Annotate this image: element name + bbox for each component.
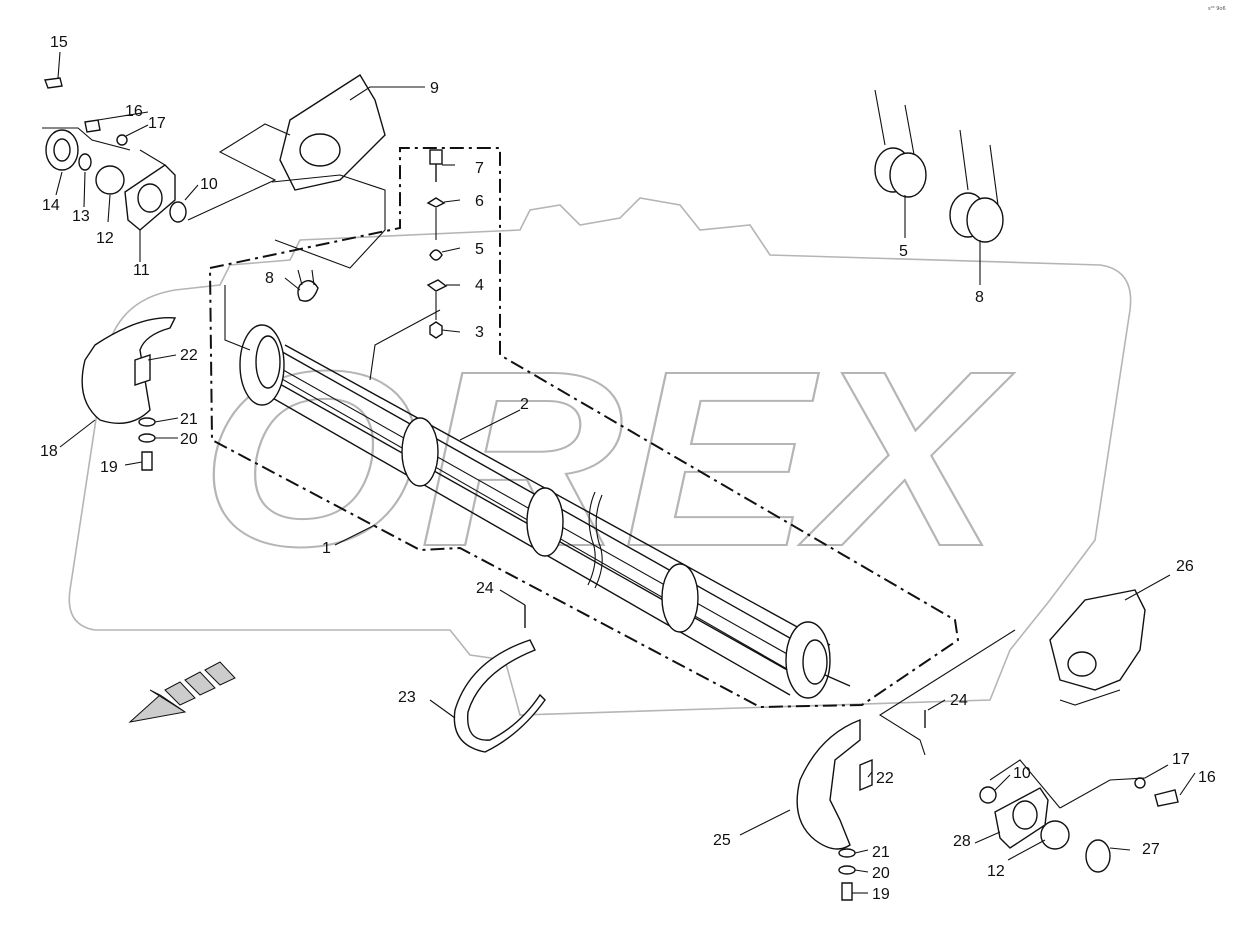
- callout-12a: 12: [96, 230, 114, 247]
- left-guard-18: [81, 317, 177, 471]
- spring-8-top-right: [949, 129, 1004, 243]
- end-plate-26: [1049, 589, 1146, 691]
- fastener-stack: [426, 149, 448, 339]
- callout-25: 25: [713, 832, 731, 849]
- belt-23: [453, 605, 546, 753]
- callout-10a: 10: [200, 176, 218, 193]
- callout-17b: 17: [1172, 751, 1190, 768]
- callout-8a: 8: [265, 270, 274, 287]
- callout-13: 13: [72, 208, 90, 225]
- shaft-assembly: [239, 324, 851, 699]
- right-guard-25: [796, 710, 926, 901]
- callout-11: 11: [133, 262, 150, 279]
- left-bearing-assembly: [44, 77, 187, 231]
- watermark: OREX: [68, 197, 1132, 716]
- shaft-disc-3: [661, 563, 699, 633]
- callout-5a: 5: [475, 241, 484, 258]
- callout-20b: 20: [872, 865, 890, 882]
- callout-19b: 19: [872, 886, 890, 903]
- corner-code: s⁰⁰ 9o6: [1208, 6, 1226, 12]
- callout-3: 3: [475, 324, 484, 341]
- leader-lines: [42, 51, 1196, 894]
- callout-21a: 21: [180, 411, 198, 428]
- callout-15: 15: [50, 34, 68, 51]
- callout-labels: 1 2 3 4 5 5 6 7 8 8 9 10 10 11 12 12 13 …: [40, 34, 1216, 903]
- callout-10b: 10: [1013, 765, 1031, 782]
- callout-21b: 21: [872, 844, 890, 861]
- callout-23: 23: [398, 689, 416, 706]
- callout-18: 18: [40, 443, 58, 460]
- callout-1: 1: [322, 540, 331, 557]
- callout-24a: 24: [476, 580, 494, 597]
- callout-9: 9: [430, 80, 439, 97]
- callout-22b: 22: [876, 770, 894, 787]
- callout-22a: 22: [180, 347, 198, 364]
- callout-8b: 8: [975, 289, 984, 306]
- callout-14: 14: [42, 197, 60, 214]
- callout-12b: 12: [987, 863, 1005, 880]
- callout-27: 27: [1142, 841, 1160, 858]
- right-bearing-assembly: [979, 777, 1179, 873]
- callout-28: 28: [953, 833, 971, 850]
- callout-20a: 20: [180, 431, 198, 448]
- shaft-disc-2: [526, 487, 564, 557]
- callout-24b: 24: [950, 692, 968, 709]
- callout-17a: 17: [148, 115, 166, 132]
- callout-7: 7: [475, 160, 484, 177]
- shaft-disc-1: [401, 417, 439, 487]
- callout-6: 6: [475, 193, 484, 210]
- spring-left: [297, 269, 319, 302]
- callout-2: 2: [520, 396, 529, 413]
- assembly-boundary: [208, 147, 960, 709]
- bearing-plate-9: [279, 74, 386, 191]
- direction-arrow-icon: [128, 661, 236, 723]
- callout-16a: 16: [125, 103, 143, 120]
- callout-26: 26: [1176, 558, 1194, 575]
- spring-5-top-right: [874, 89, 927, 198]
- callout-16b: 16: [1198, 769, 1216, 786]
- callout-4: 4: [475, 277, 484, 294]
- callout-19a: 19: [100, 459, 118, 476]
- callout-5b: 5: [899, 243, 908, 260]
